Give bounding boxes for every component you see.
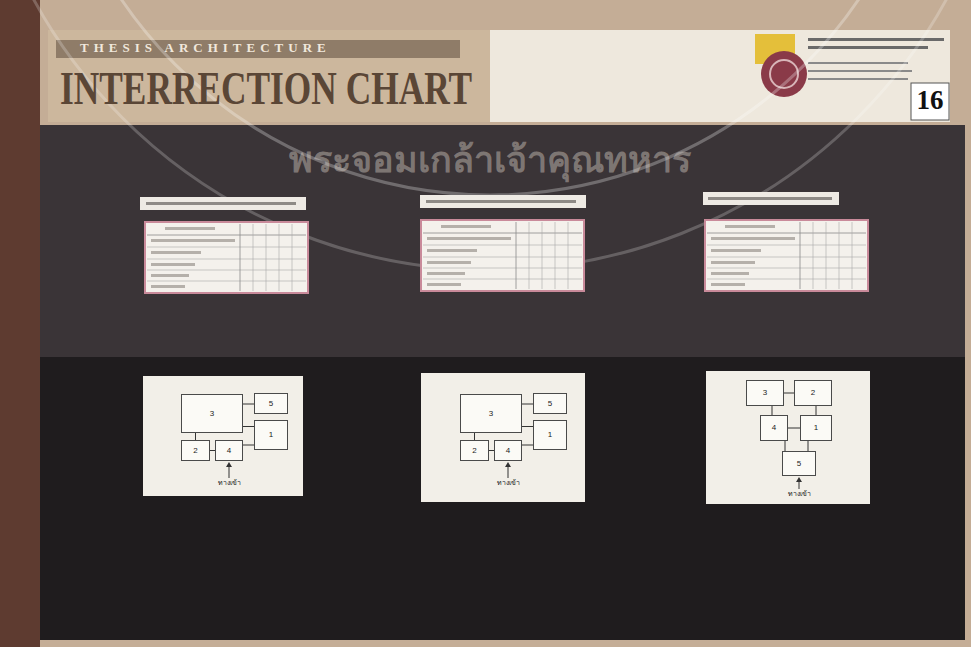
space-box: 3 — [181, 394, 243, 433]
space-number: 3 — [763, 389, 767, 397]
header-band — [48, 30, 490, 122]
entrance-arrow — [799, 481, 800, 489]
space-number: 2 — [811, 389, 815, 397]
space-number: 5 — [797, 460, 801, 468]
sheet-number: 16 — [917, 86, 944, 116]
entrance-arrow — [508, 466, 509, 478]
space-number: 2 — [193, 447, 197, 455]
watermark-text: พระจอมเกล้าเจ้าคุณทหาร — [289, 140, 691, 180]
entrance-label: ทางเข้า — [788, 491, 811, 499]
space-box: 4 — [494, 440, 522, 461]
adjacency-line — [772, 406, 773, 415]
space-box: 1 — [254, 420, 288, 450]
table-title-strip — [703, 192, 839, 205]
text-line — [808, 62, 908, 64]
space-box: 3 — [460, 394, 522, 433]
space-box: 1 — [800, 415, 832, 441]
space-box: 2 — [794, 380, 832, 406]
adjacency-line — [243, 404, 254, 405]
space-box: 2 — [460, 440, 489, 461]
board-title: INTERRECTION CHART — [60, 66, 472, 112]
adjacency-line — [808, 441, 809, 451]
adjacency-line — [243, 445, 254, 446]
entrance-arrowhead — [796, 477, 802, 482]
space-box: 3 — [746, 380, 784, 406]
header-caption: THESIS ARCHITECTURE — [80, 41, 331, 55]
text-line — [146, 202, 296, 205]
space-box: 4 — [760, 415, 788, 441]
space-number: 1 — [269, 431, 273, 439]
adjacency-line — [195, 433, 196, 440]
adjacency-line — [785, 441, 786, 451]
header-stripe — [56, 40, 460, 58]
space-box: 1 — [533, 420, 567, 450]
adjacency-line — [816, 406, 817, 415]
board-panel — [40, 125, 965, 640]
adjacency-line — [474, 433, 475, 440]
text-line — [808, 46, 928, 49]
table-title-strip — [140, 197, 306, 210]
adjacency-line — [243, 426, 254, 427]
diagram-card — [706, 371, 870, 504]
entrance-label: ทางเข้า — [218, 480, 241, 488]
number-box — [911, 83, 949, 120]
space-box: 5 — [254, 393, 288, 414]
interaction-table — [421, 220, 584, 291]
diagram-card — [421, 373, 585, 502]
space-number: 5 — [548, 400, 552, 408]
adjacency-line — [522, 404, 533, 405]
space-box: 5 — [782, 451, 816, 476]
space-number: 1 — [548, 431, 552, 439]
space-number: 3 — [210, 410, 214, 418]
space-number: 4 — [506, 447, 510, 455]
adjacency-line — [784, 393, 794, 394]
diagram-card — [143, 376, 303, 496]
board-upper-light — [40, 125, 965, 357]
entrance-label: ทางเข้า — [497, 480, 520, 488]
space-number: 4 — [227, 447, 231, 455]
space-number: 4 — [772, 424, 776, 432]
space-number: 3 — [489, 410, 493, 418]
text-line — [808, 70, 912, 72]
logo-seal — [761, 51, 807, 97]
space-box: 4 — [215, 440, 243, 461]
entrance-arrow — [229, 466, 230, 478]
text-line — [426, 200, 576, 203]
space-number: 5 — [269, 400, 273, 408]
space-number: 2 — [472, 447, 476, 455]
adjacency-line — [522, 426, 533, 427]
header-panel — [490, 30, 950, 122]
entrance-arrowhead — [226, 462, 232, 467]
entrance-arrowhead — [505, 462, 511, 467]
adjacency-line — [522, 445, 533, 446]
interaction-table — [705, 220, 868, 291]
space-box: 2 — [181, 440, 210, 461]
interaction-table — [145, 222, 308, 293]
frame-edge — [0, 0, 40, 647]
space-number: 1 — [814, 424, 818, 432]
adjacency-line — [788, 428, 800, 429]
space-box: 5 — [533, 393, 567, 414]
text-line — [708, 197, 832, 200]
table-title-strip — [420, 195, 586, 208]
